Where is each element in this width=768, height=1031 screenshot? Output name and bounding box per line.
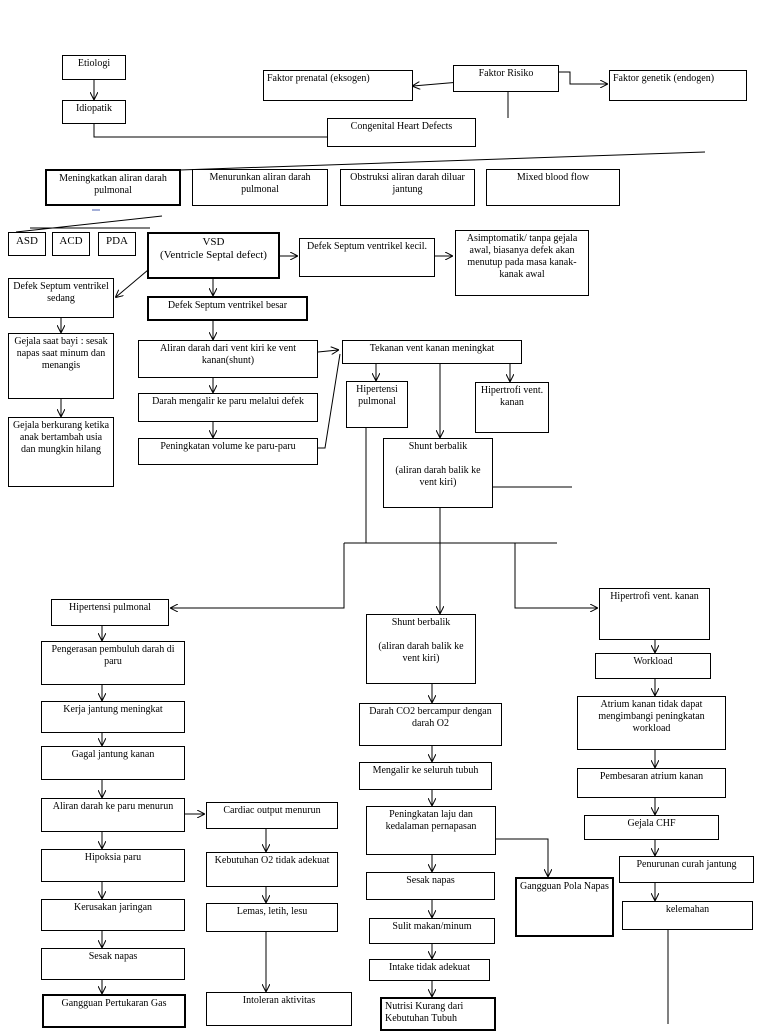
node-asd: ASD	[8, 232, 46, 256]
node-pembesaran-atrium: Pembesaran atrium kanan	[577, 768, 726, 798]
node-faktor-risiko: Faktor Risiko	[453, 65, 559, 92]
node-vsd: VSD (Ventricle Septal defect)	[147, 232, 280, 279]
node-hipertensi-pulmonal-2: Hipertensi pulmonal	[51, 599, 169, 626]
node-faktor-genetik: Faktor genetik (endogen)	[609, 70, 747, 101]
node-gagal-jantung: Gagal jantung kanan	[41, 746, 185, 780]
node-gangguan-pola-napas: Gangguan Pola Napas	[515, 877, 614, 937]
node-menurunkan-aliran: Menurunkan aliran darah pulmonal	[192, 169, 328, 206]
node-asimptomatik: Asimptomatik/ tanpa gejala awal, biasany…	[455, 230, 589, 296]
node-penurunan-curah: Penurunan curah jantung	[619, 856, 754, 883]
node-defek-kecil: Defek Septum ventrikel kecil.	[299, 238, 435, 277]
node-gejala-berkurang: Gejala berkurang ketika anak bertambah u…	[8, 417, 114, 487]
node-aliran-shunt: Aliran darah dari vent kiri ke vent kana…	[138, 340, 318, 378]
node-gejala-chf: Gejala CHF	[584, 815, 719, 840]
node-acd: ACD	[52, 232, 90, 256]
node-intake: Intake tidak adekuat	[369, 959, 490, 981]
node-sesak-napas-2: Sesak napas	[366, 872, 495, 900]
node-darah-paru: Darah mengalir ke paru melalui defek	[138, 393, 318, 422]
node-tekanan-vent: Tekanan vent kanan meningkat	[342, 340, 522, 364]
node-lemas: Lemas, letih, lesu	[206, 903, 338, 932]
node-atrium-kanan: Atrium kanan tidak dapat mengimbangi pen…	[577, 696, 726, 750]
node-intoleran: Intoleran aktivitas	[206, 992, 352, 1026]
node-congenital-heart-defects: Congenital Heart Defects	[327, 118, 476, 147]
node-hipertrofi-vent-2: Hipertrofi vent. kanan	[599, 588, 710, 640]
node-darah-co2: Darah CO2 bercampur dengan darah O2	[359, 703, 502, 746]
node-mengalir-tubuh: Mengalir ke seluruh tubuh	[359, 762, 492, 790]
node-faktor-prenatal: Faktor prenatal (eksogen)	[263, 70, 413, 101]
node-shunt-berbalik-1: Shunt berbalik (aliran darah balik ke ve…	[383, 438, 493, 508]
node-shunt-berbalik-2: Shunt berbalik (aliran darah balik ke ve…	[366, 614, 476, 684]
node-cardiac-output: Cardiac output menurun	[206, 802, 338, 829]
node-etiologi: Etiologi	[62, 55, 126, 80]
node-nutrisi-kurang: Nutrisi Kurang dari Kebutuhan Tubuh	[380, 997, 496, 1031]
node-gejala-bayi: Gejala saat bayi : sesak napas saat minu…	[8, 333, 114, 399]
node-meningkatkan-aliran: Meningkatkan aliran darah pulmonal	[45, 169, 181, 206]
node-peningkatan-laju: Peningkatan laju dan kedalaman pernapasa…	[366, 806, 496, 855]
node-sulit-makan: Sulit makan/minum	[369, 918, 495, 944]
node-defek-besar: Defek Septum ventrikel besar	[147, 296, 308, 321]
node-kelemahan: kelemahan	[622, 901, 753, 930]
node-hipertrofi-vent-1: Hipertrofi vent. kanan	[475, 382, 549, 433]
node-kerja-jantung: Kerja jantung meningkat	[41, 701, 185, 733]
node-hipertensi-pulmonal-1: Hipertensi pulmonal	[346, 381, 408, 428]
node-defek-sedang: Defek Septum ventrikel sedang	[8, 278, 114, 318]
node-hipoksia: Hipoksia paru	[41, 849, 185, 882]
node-peningkatan-volume: Peningkatan volume ke paru-paru	[138, 438, 318, 465]
node-pengerasan: Pengerasan pembuluh darah di paru	[41, 641, 185, 685]
node-aliran-paru-menurun: Aliran darah ke paru menurun	[41, 798, 185, 832]
node-sesak-napas-1: Sesak napas	[41, 948, 185, 980]
node-pda: PDA	[98, 232, 136, 256]
node-gangguan-pertukaran-gas: Gangguan Pertukaran Gas	[42, 994, 186, 1028]
node-mixed-blood-flow: Mixed blood flow	[486, 169, 620, 206]
node-workload: Workload	[595, 653, 711, 679]
node-kerusakan: Kerusakan jaringan	[41, 899, 185, 931]
node-obstruksi: Obstruksi aliran darah diluar jantung	[340, 169, 475, 206]
node-idiopatik: Idiopatik	[62, 100, 126, 124]
node-kebutuhan-o2: Kebutuhan O2 tidak adekuat	[206, 852, 338, 887]
